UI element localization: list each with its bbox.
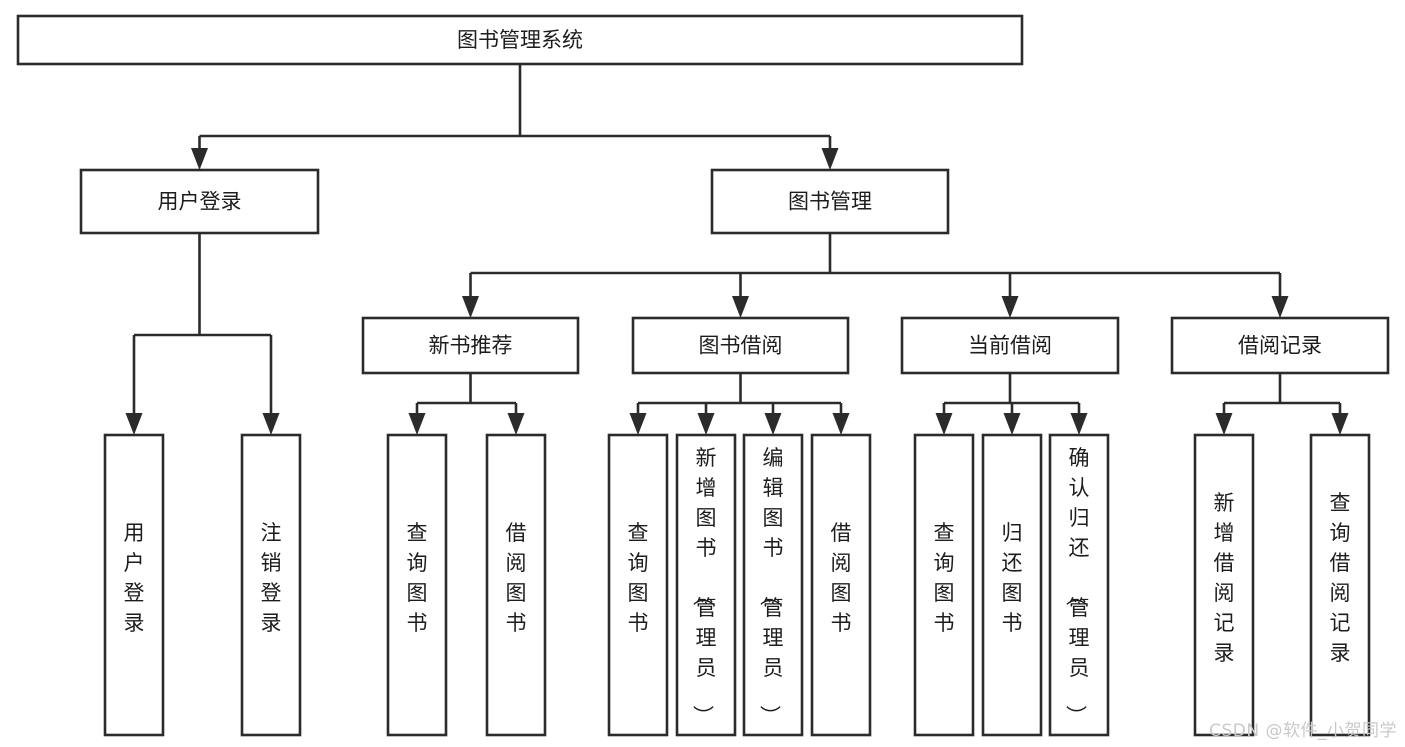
node-label: 查询图书 xyxy=(628,521,649,635)
node-leaf-borrow-book-1[interactable]: 借阅图书 xyxy=(485,433,547,737)
node-label: 图书管理 xyxy=(788,190,872,214)
connector-group xyxy=(191,64,839,170)
node-leaf-add-record[interactable]: 新增借阅记录 xyxy=(1193,433,1255,737)
node-leaf-borrow-book-2[interactable]: 借阅图书 xyxy=(810,433,872,737)
node-label: 借阅记录 xyxy=(1238,334,1322,358)
node-label: 用户登录 xyxy=(124,521,145,635)
arrow-head-icon xyxy=(1331,413,1349,435)
node-leaf-edit-book[interactable]: 编辑图书（管理员） xyxy=(742,433,804,737)
arrow-head-icon xyxy=(935,413,953,435)
node-leaf-add-book[interactable]: 新增图书（管理员） xyxy=(675,433,737,737)
node-box[interactable] xyxy=(710,168,950,235)
node-label: 图书借阅 xyxy=(699,334,783,358)
node-label: 用户登录 xyxy=(158,190,242,214)
node-box[interactable] xyxy=(1048,433,1110,737)
node-borrow-record[interactable]: 借阅记录 xyxy=(1170,316,1390,375)
node-label: 注销登录 xyxy=(261,521,282,635)
node-leaf-query-record[interactable]: 查询借阅记录 xyxy=(1309,433,1371,737)
node-box[interactable] xyxy=(810,433,872,737)
node-box[interactable] xyxy=(240,433,302,737)
arrow-head-icon xyxy=(1003,413,1021,435)
arrow-head-icon xyxy=(125,413,143,435)
node-leaf-user-logout[interactable]: 注销登录 xyxy=(240,433,302,737)
node-label: 新增借阅记录 xyxy=(1214,491,1235,665)
node-leaf-query-book-2[interactable]: 查询图书 xyxy=(607,433,669,737)
node-box[interactable] xyxy=(900,316,1120,375)
node-leaf-return-book[interactable]: 归还图书 xyxy=(981,433,1043,737)
node-root-图书管理系统[interactable]: 图书管理系统 xyxy=(16,14,1024,66)
arrow-head-icon xyxy=(1271,296,1289,318)
node-box[interactable] xyxy=(675,433,737,737)
node-label: 当前借阅 xyxy=(968,334,1052,358)
node-box[interactable] xyxy=(1170,316,1390,375)
arrow-head-icon xyxy=(1001,296,1019,318)
node-label: 查询借阅记录 xyxy=(1330,491,1351,665)
node-label: 借阅图书 xyxy=(831,521,852,635)
node-label: 新增图书（管理员） xyxy=(691,446,717,726)
node-box[interactable] xyxy=(981,433,1043,737)
arrow-head-icon xyxy=(732,296,749,318)
node-label: 确认归还（管理员） xyxy=(1064,446,1090,726)
node-label: 借阅图书 xyxy=(506,521,527,635)
node-box[interactable] xyxy=(16,14,1024,66)
connector-group xyxy=(629,373,850,435)
arrow-head-icon xyxy=(1070,413,1088,435)
arrow-head-icon xyxy=(462,296,479,318)
node-leaf-user-login[interactable]: 用户登录 xyxy=(103,433,165,737)
connector-group xyxy=(462,233,1289,318)
node-label: 新书推荐 xyxy=(429,334,513,358)
arrow-head-icon xyxy=(262,413,280,435)
connector-group xyxy=(1215,373,1349,435)
connector-group xyxy=(935,373,1088,435)
csdn-watermark: CSDN @软件_小贺同学 xyxy=(1209,721,1397,741)
arrow-head-icon xyxy=(697,413,715,435)
node-box[interactable] xyxy=(913,433,975,737)
node-new-book-recommend[interactable]: 新书推荐 xyxy=(361,316,580,375)
node-box[interactable] xyxy=(742,433,804,737)
arrow-head-icon xyxy=(832,413,850,435)
node-leaf-query-book-1[interactable]: 查询图书 xyxy=(386,433,448,737)
arrow-head-icon xyxy=(629,413,647,435)
node-box[interactable] xyxy=(485,433,547,737)
arrow-head-icon xyxy=(191,148,208,170)
connector-layer xyxy=(125,64,1349,435)
node-box[interactable] xyxy=(631,316,850,375)
arrow-head-icon xyxy=(821,148,839,170)
arrow-head-icon xyxy=(408,413,426,435)
connector-group xyxy=(125,233,280,435)
node-box[interactable] xyxy=(1309,433,1371,737)
node-box[interactable] xyxy=(607,433,669,737)
node-book-borrow[interactable]: 图书借阅 xyxy=(631,316,850,375)
arrow-head-icon xyxy=(1215,413,1233,435)
node-box[interactable] xyxy=(1193,433,1255,737)
node-book-manage[interactable]: 图书管理 xyxy=(710,168,950,235)
node-label: 图书管理系统 xyxy=(457,28,583,52)
connector-group xyxy=(408,373,525,435)
node-label: 归还图书 xyxy=(1002,521,1023,635)
node-box[interactable] xyxy=(79,168,320,235)
node-box[interactable] xyxy=(361,316,580,375)
node-label: 编辑图书（管理员） xyxy=(758,446,784,726)
arrow-head-icon xyxy=(507,413,525,435)
node-label: 查询图书 xyxy=(934,521,955,635)
node-box[interactable] xyxy=(103,433,165,737)
node-label: 查询图书 xyxy=(407,521,428,635)
node-box[interactable] xyxy=(386,433,448,737)
arrow-head-icon xyxy=(764,413,782,435)
node-current-borrow[interactable]: 当前借阅 xyxy=(900,316,1120,375)
node-leaf-confirm-return[interactable]: 确认归还（管理员） xyxy=(1048,433,1110,737)
node-leaf-query-book-3[interactable]: 查询图书 xyxy=(913,433,975,737)
node-user-login[interactable]: 用户登录 xyxy=(79,168,320,235)
